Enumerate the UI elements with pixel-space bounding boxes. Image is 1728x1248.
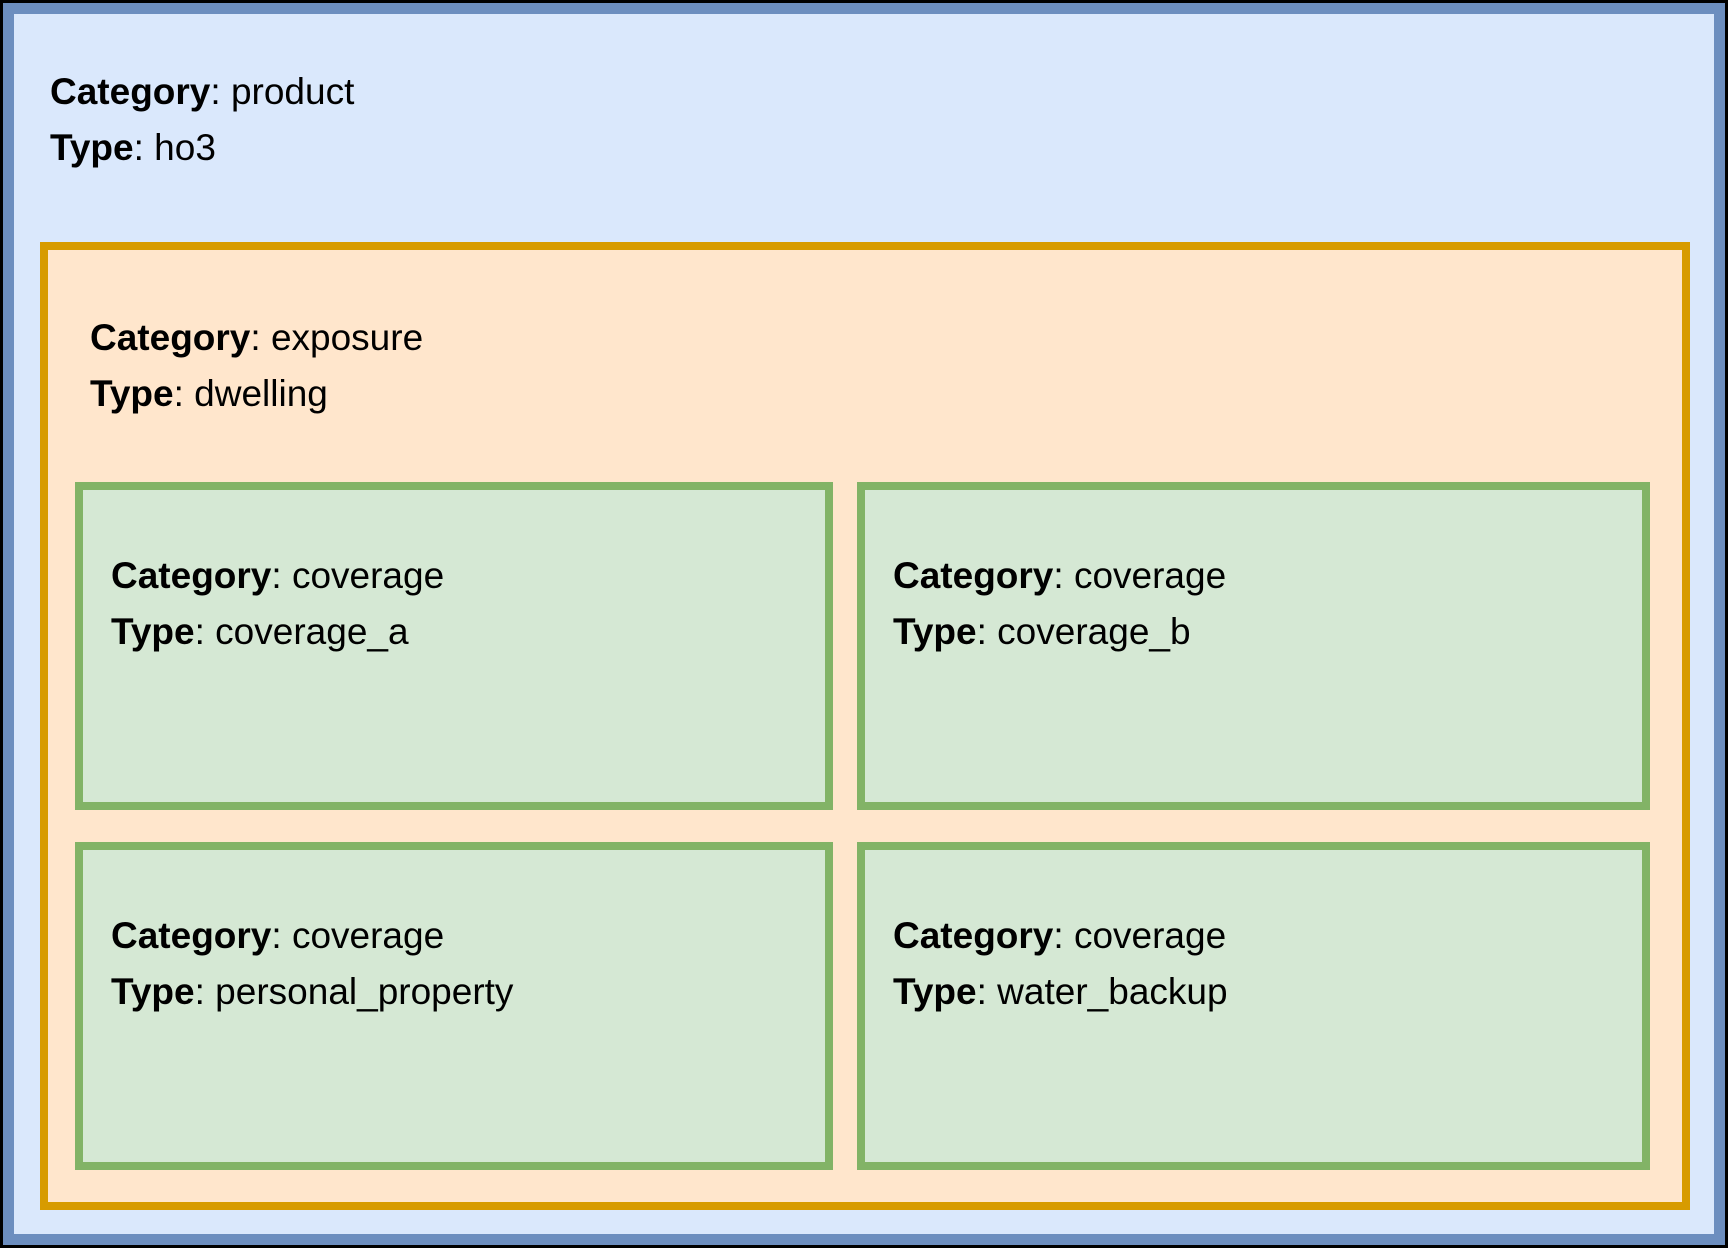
type-field-value: : coverage_b — [976, 611, 1191, 652]
water-backup-node: Category: coverage Type: water_backup — [857, 842, 1650, 1170]
category-field-label: Category — [111, 915, 272, 956]
category-field-label: Category — [893, 915, 1054, 956]
category-field-value: : coverage — [271, 915, 445, 956]
personal-property-type-line: Type: personal_property — [111, 964, 809, 1020]
product-node: Category: product Type: ho3 Category: ex… — [3, 3, 1725, 1245]
coverage-grid: Category: coverage Type: coverage_a Cate… — [75, 482, 1650, 1170]
type-field-label: Type — [893, 611, 977, 652]
water-backup-node-text: Category: coverage Type: water_backup — [893, 908, 1626, 1020]
type-field-label: Type — [893, 971, 977, 1012]
coverage-b-category-line: Category: coverage — [893, 548, 1626, 604]
category-field-label: Category — [893, 555, 1054, 596]
type-field-value: : coverage_a — [194, 611, 409, 652]
type-field-value: : ho3 — [133, 127, 216, 168]
product-node-text: Category: product Type: ho3 — [50, 64, 354, 176]
coverage-a-category-line: Category: coverage — [111, 548, 809, 604]
type-field-label: Type — [111, 971, 195, 1012]
exposure-type-line: Type: dwelling — [90, 366, 423, 422]
coverage-b-node-text: Category: coverage Type: coverage_b — [893, 548, 1626, 660]
exposure-category-line: Category: exposure — [90, 310, 423, 366]
coverage-a-type-line: Type: coverage_a — [111, 604, 809, 660]
type-field-label: Type — [111, 611, 195, 652]
exposure-node-text: Category: exposure Type: dwelling — [90, 310, 423, 422]
personal-property-node: Category: coverage Type: personal_proper… — [75, 842, 833, 1170]
personal-property-category-line: Category: coverage — [111, 908, 809, 964]
type-field-value: : dwelling — [173, 373, 328, 414]
category-field-label: Category — [50, 71, 211, 112]
category-field-value: : coverage — [1053, 555, 1227, 596]
category-field-label: Category — [111, 555, 272, 596]
type-field-value: : water_backup — [976, 971, 1228, 1012]
coverage-a-node-text: Category: coverage Type: coverage_a — [111, 548, 809, 660]
exposure-node: Category: exposure Type: dwelling Catego… — [40, 242, 1690, 1210]
personal-property-node-text: Category: coverage Type: personal_proper… — [111, 908, 809, 1020]
type-field-label: Type — [50, 127, 134, 168]
coverage-a-node: Category: coverage Type: coverage_a — [75, 482, 833, 810]
type-field-label: Type — [90, 373, 174, 414]
product-type-line: Type: ho3 — [50, 120, 354, 176]
water-backup-type-line: Type: water_backup — [893, 964, 1626, 1020]
category-field-label: Category — [90, 317, 251, 358]
category-field-value: : coverage — [1053, 915, 1227, 956]
type-field-value: : personal_property — [194, 971, 514, 1012]
water-backup-category-line: Category: coverage — [893, 908, 1626, 964]
product-category-line: Category: product — [50, 64, 354, 120]
category-field-value: : product — [210, 71, 355, 112]
category-field-value: : exposure — [250, 317, 424, 358]
coverage-b-node: Category: coverage Type: coverage_b — [857, 482, 1650, 810]
category-field-value: : coverage — [271, 555, 445, 596]
coverage-b-type-line: Type: coverage_b — [893, 604, 1626, 660]
